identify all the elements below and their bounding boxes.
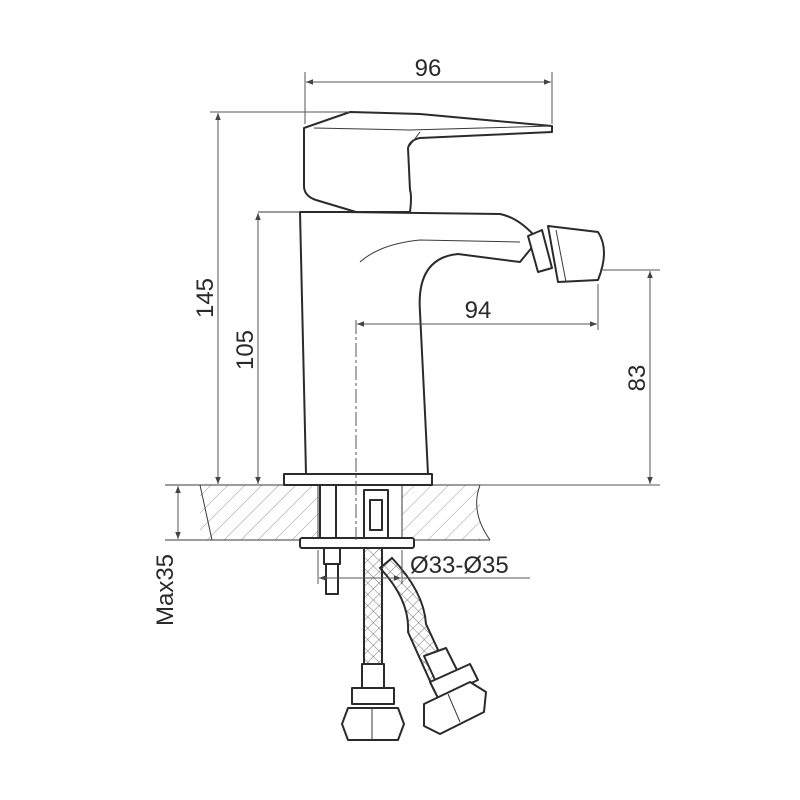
fixing-hardware: [299, 484, 415, 595]
faucet-body: [258, 111, 553, 486]
countertop: [165, 484, 491, 541]
dimension-94-label: 94: [465, 297, 492, 324]
dimension-mount-hole: Ø33-Ø35: [317, 550, 530, 584]
dimension-145: 145: [192, 111, 350, 484]
dimension-83: 83: [480, 269, 660, 486]
dimension-mount-hole-label: Ø33-Ø35: [410, 552, 509, 579]
dimension-105: 105: [232, 213, 261, 484]
dimension-96-label: 96: [415, 55, 442, 82]
dimension-94: 94: [357, 284, 599, 330]
dimension-deck-thickness: Max35: [152, 486, 181, 626]
bidet-nozzle: [527, 225, 605, 283]
dimension-96: 96: [304, 55, 553, 124]
dimension-105-label: 105: [232, 330, 259, 370]
dimension-145-label: 145: [192, 278, 219, 318]
dimension-deck-thickness-label: Max35: [152, 554, 179, 626]
flexible-hoses: [341, 547, 487, 741]
dimension-83-label: 83: [624, 365, 651, 392]
